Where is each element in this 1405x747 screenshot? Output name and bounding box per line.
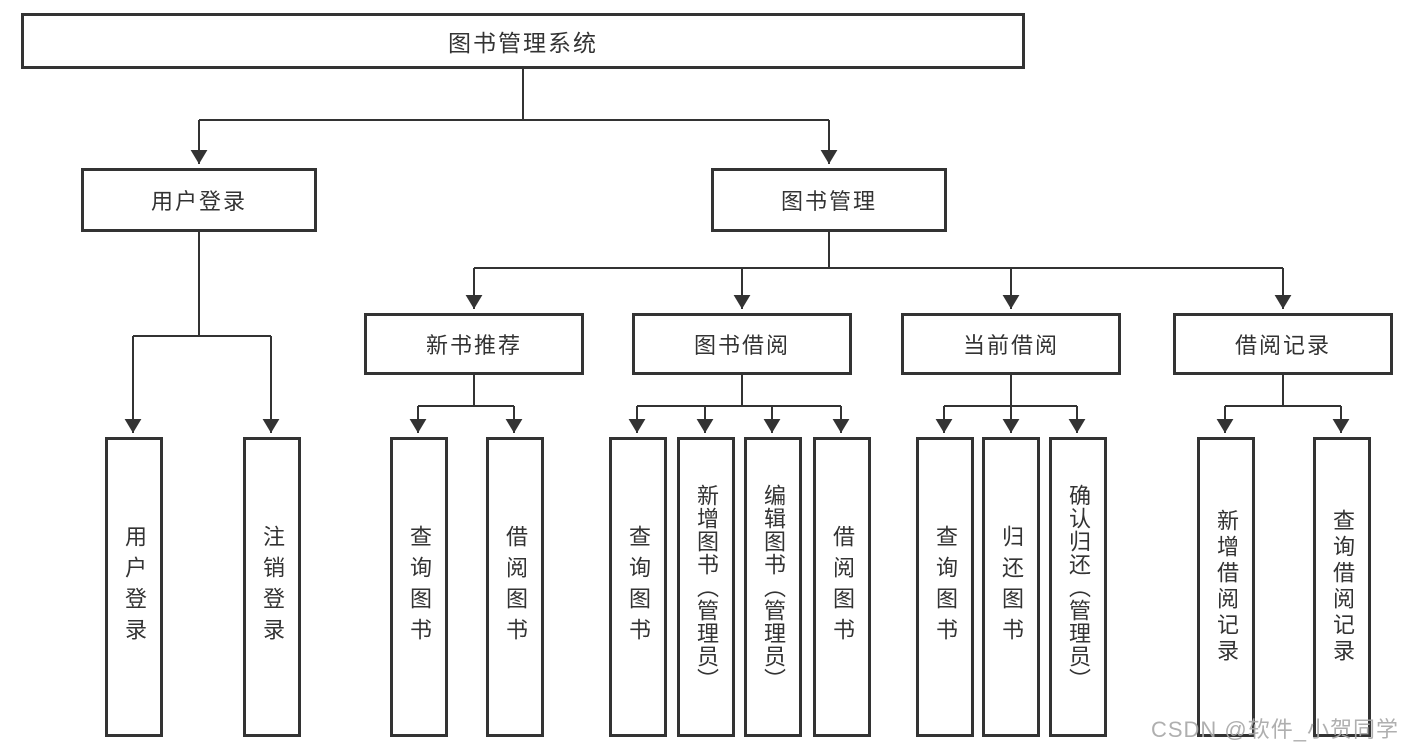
node-label: 新书推荐 xyxy=(425,333,522,358)
node-library-management-system: 图书管理系统 xyxy=(21,13,1025,69)
node-label: 图书管理 xyxy=(780,189,877,214)
node-label: 查询借阅记录 xyxy=(1330,509,1355,665)
node-label: 图书借阅 xyxy=(693,333,790,358)
node-label: 当前借阅 xyxy=(962,333,1059,358)
leaf-borrow-books-recommend: 借阅图书 xyxy=(486,437,544,737)
node-label: 编辑图书（管理员） xyxy=(761,483,786,691)
node-book-management: 图书管理 xyxy=(711,168,947,232)
node-label: 借阅记录 xyxy=(1234,333,1331,358)
node-label: 用户登录 xyxy=(150,189,247,214)
node-borrowing-records: 借阅记录 xyxy=(1173,313,1393,375)
node-current-borrowing: 当前借阅 xyxy=(901,313,1121,375)
node-label: 查询图书 xyxy=(407,525,432,649)
node-label: 查询图书 xyxy=(933,525,958,649)
leaf-add-book-admin: 新增图书（管理员） xyxy=(677,437,735,737)
node-book-borrowing: 图书借阅 xyxy=(632,313,852,375)
node-label: 借阅图书 xyxy=(830,525,855,649)
leaf-borrow-books-borrowing: 借阅图书 xyxy=(813,437,871,737)
leaf-query-books-recommend: 查询图书 xyxy=(390,437,448,737)
node-label: 新增借阅记录 xyxy=(1214,509,1239,665)
leaf-logout: 注销登录 xyxy=(243,437,301,737)
leaf-edit-book-admin: 编辑图书（管理员） xyxy=(744,437,802,737)
leaf-query-books-borrowing: 查询图书 xyxy=(609,437,667,737)
node-label: 归还图书 xyxy=(999,525,1024,649)
node-label: 注销登录 xyxy=(260,525,285,649)
leaf-user-login: 用户登录 xyxy=(105,437,163,737)
leaf-return-book: 归还图书 xyxy=(982,437,1040,737)
node-label: 确认归还（管理员） xyxy=(1066,483,1091,691)
leaf-add-borrow-record: 新增借阅记录 xyxy=(1197,437,1255,737)
node-label: 借阅图书 xyxy=(503,525,528,649)
node-user-login: 用户登录 xyxy=(81,168,317,232)
node-label: 新增图书（管理员） xyxy=(694,483,719,691)
node-new-book-recommendation: 新书推荐 xyxy=(364,313,584,375)
leaf-query-books-current: 查询图书 xyxy=(916,437,974,737)
watermark: CSDN @软件_小贺同学 xyxy=(1150,717,1399,742)
leaf-query-borrow-record: 查询借阅记录 xyxy=(1313,437,1371,737)
node-label: 图书管理系统 xyxy=(448,30,598,56)
node-label: 查询图书 xyxy=(626,525,651,649)
leaf-confirm-return-admin: 确认归还（管理员） xyxy=(1049,437,1107,737)
node-label: 用户登录 xyxy=(122,525,147,649)
